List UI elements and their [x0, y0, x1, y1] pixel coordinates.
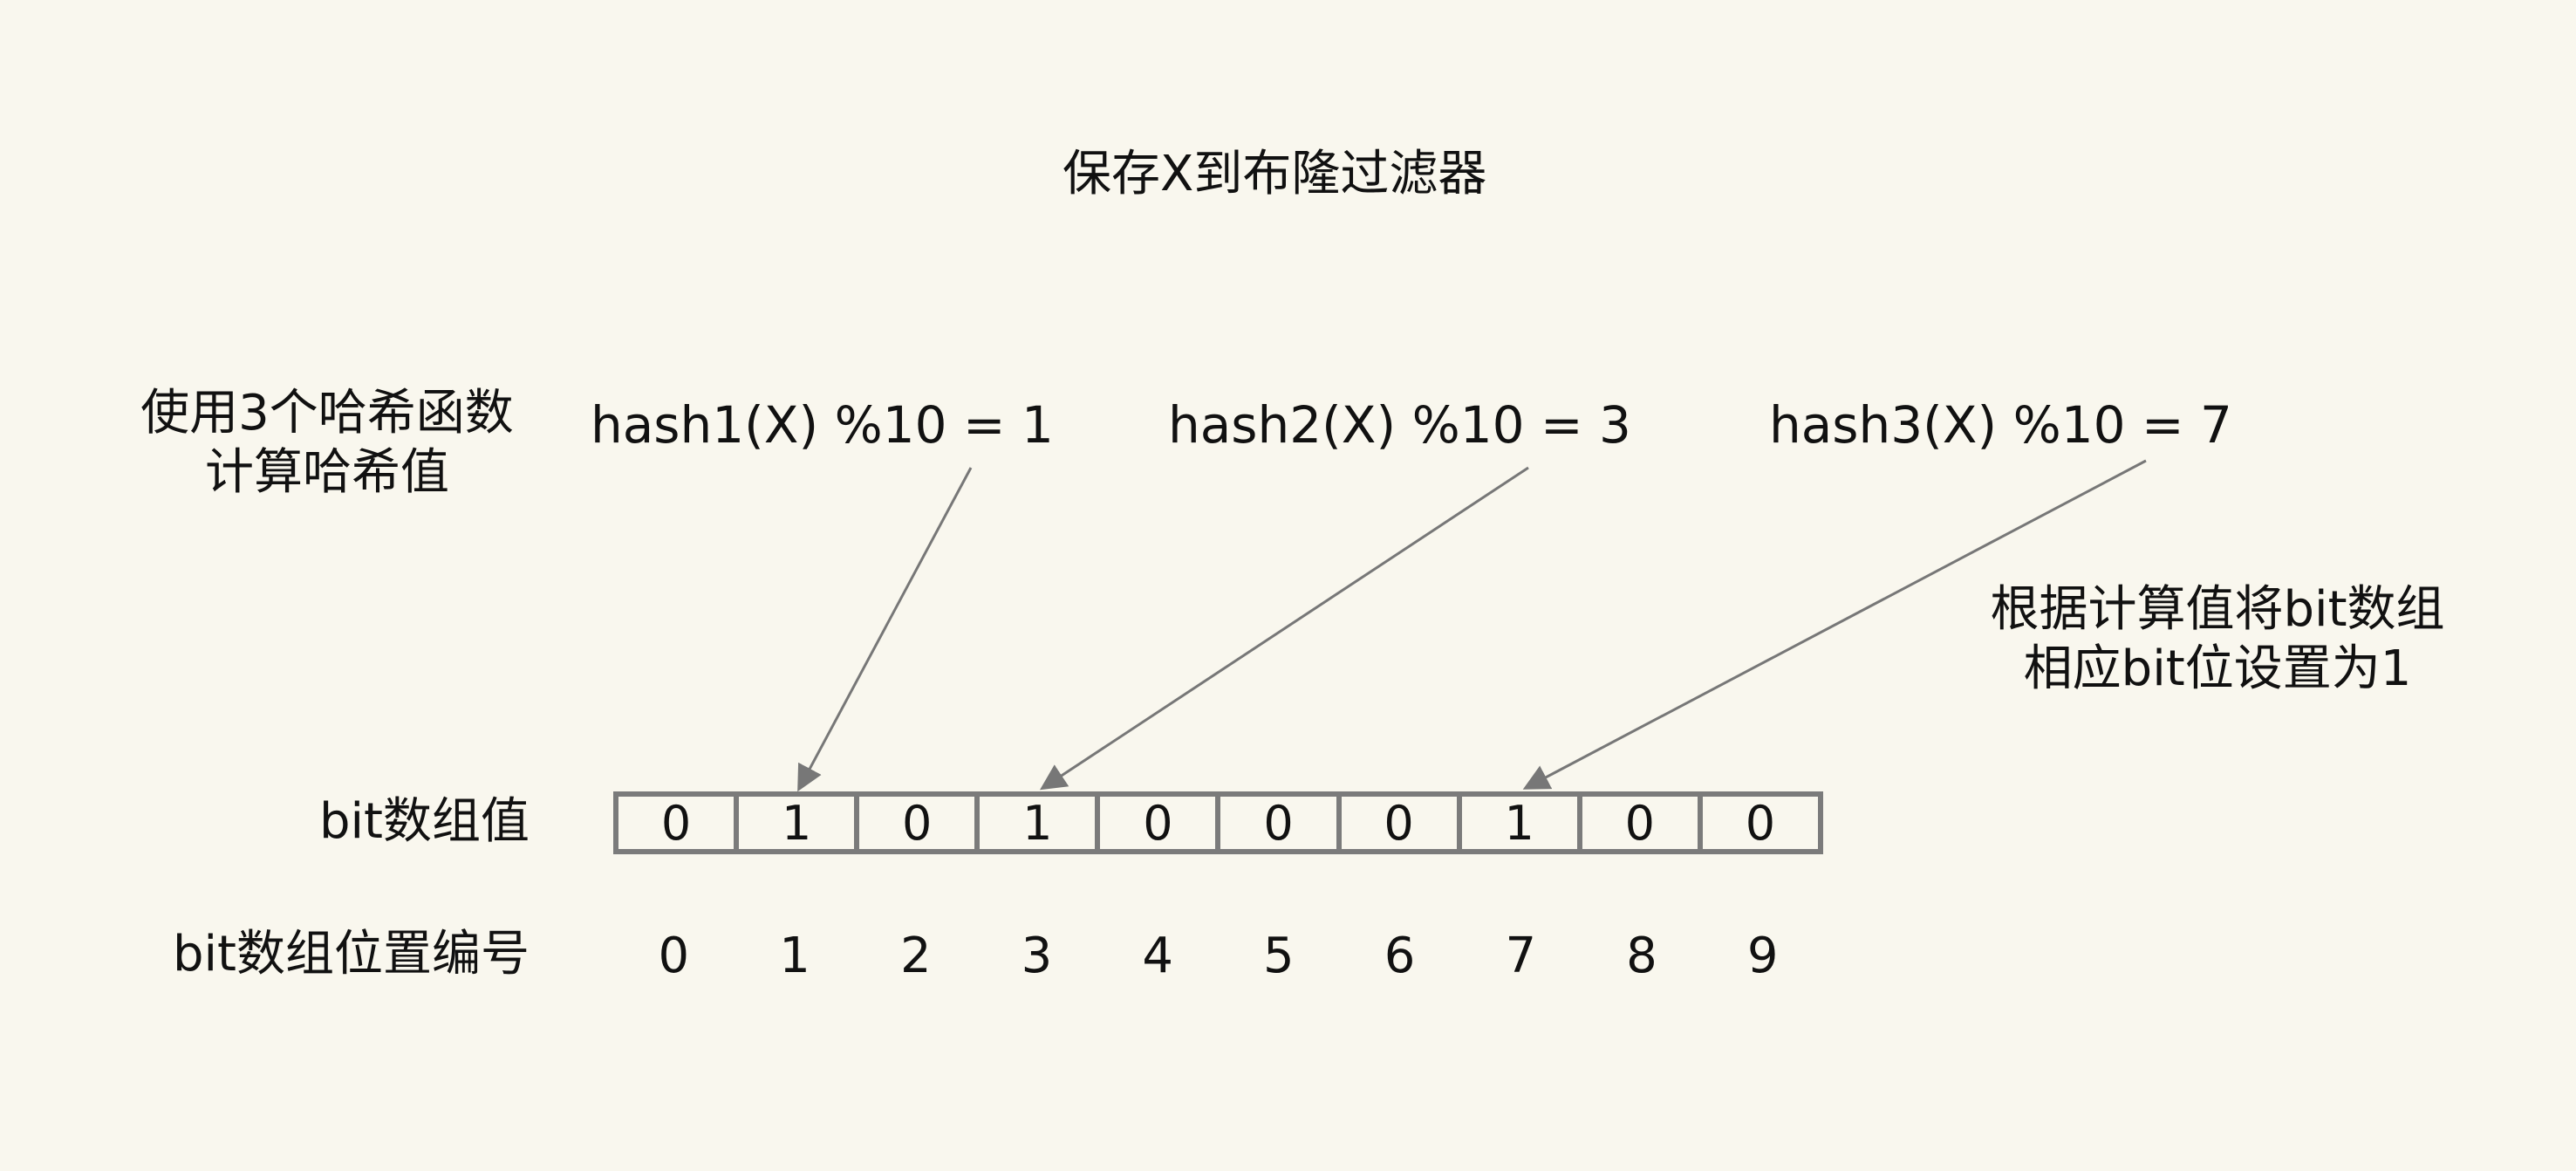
bit-index-8: 8 — [1626, 927, 1657, 984]
bit-cell-3: 1 — [980, 796, 1101, 851]
bit-index-7: 7 — [1505, 927, 1537, 984]
bit-array: 0 1 0 1 0 0 0 1 0 0 — [613, 791, 1823, 854]
bit-index-0: 0 — [658, 927, 690, 984]
hash-functions-note: 使用3个哈希函数 计算哈希值 — [122, 384, 532, 503]
bit-cell-4: 0 — [1100, 796, 1221, 851]
bit-index-label: bit数组位置编号 — [172, 926, 530, 983]
hash-functions-note-line-2: 计算哈希值 — [205, 444, 449, 501]
bit-index-2: 2 — [899, 927, 932, 984]
bit-values-label: bit数组值 — [318, 793, 530, 850]
diagram-title: 保存X到布隆过滤器 — [1063, 146, 1487, 202]
hash2-formula: hash2(X) %10 = 3 — [1168, 395, 1631, 455]
hash-functions-note-line-1: 使用3个哈希函数 — [140, 385, 514, 442]
bit-cell-6: 0 — [1342, 796, 1462, 851]
set-bits-note-line-2: 相应bit位设置为1 — [2023, 640, 2412, 697]
set-bits-note: 根据计算值将bit数组 相应bit位设置为1 — [1973, 580, 2462, 699]
bit-cell-1: 1 — [739, 796, 860, 851]
bit-cell-7: 1 — [1462, 796, 1582, 851]
bit-index-4: 4 — [1142, 927, 1173, 984]
hash1-formula: hash1(X) %10 = 1 — [591, 395, 1054, 455]
bit-index-5: 5 — [1263, 927, 1295, 984]
bit-cell-9: 0 — [1745, 795, 1776, 851]
hash2-arrow — [1039, 466, 1529, 791]
bit-cell-0: 0 — [618, 796, 740, 851]
hash3-formula: hash3(X) %10 = 7 — [1769, 395, 2232, 455]
bit-index-1: 1 — [779, 927, 810, 984]
set-bits-note-line-1: 根据计算值将bit数组 — [1990, 581, 2445, 638]
hash1-arrow — [797, 467, 973, 792]
bit-index-6: 6 — [1384, 927, 1416, 984]
hash3-arrow — [1522, 459, 2147, 790]
bit-cell-8: 0 — [1582, 796, 1703, 851]
bit-index-9: 9 — [1746, 927, 1779, 984]
bit-cell-5: 0 — [1220, 796, 1342, 851]
bit-index-row: 0 1 2 3 4 5 6 7 8 9 — [613, 925, 1823, 986]
bit-cell-2: 0 — [859, 796, 981, 851]
bit-index-3: 3 — [1021, 927, 1053, 984]
